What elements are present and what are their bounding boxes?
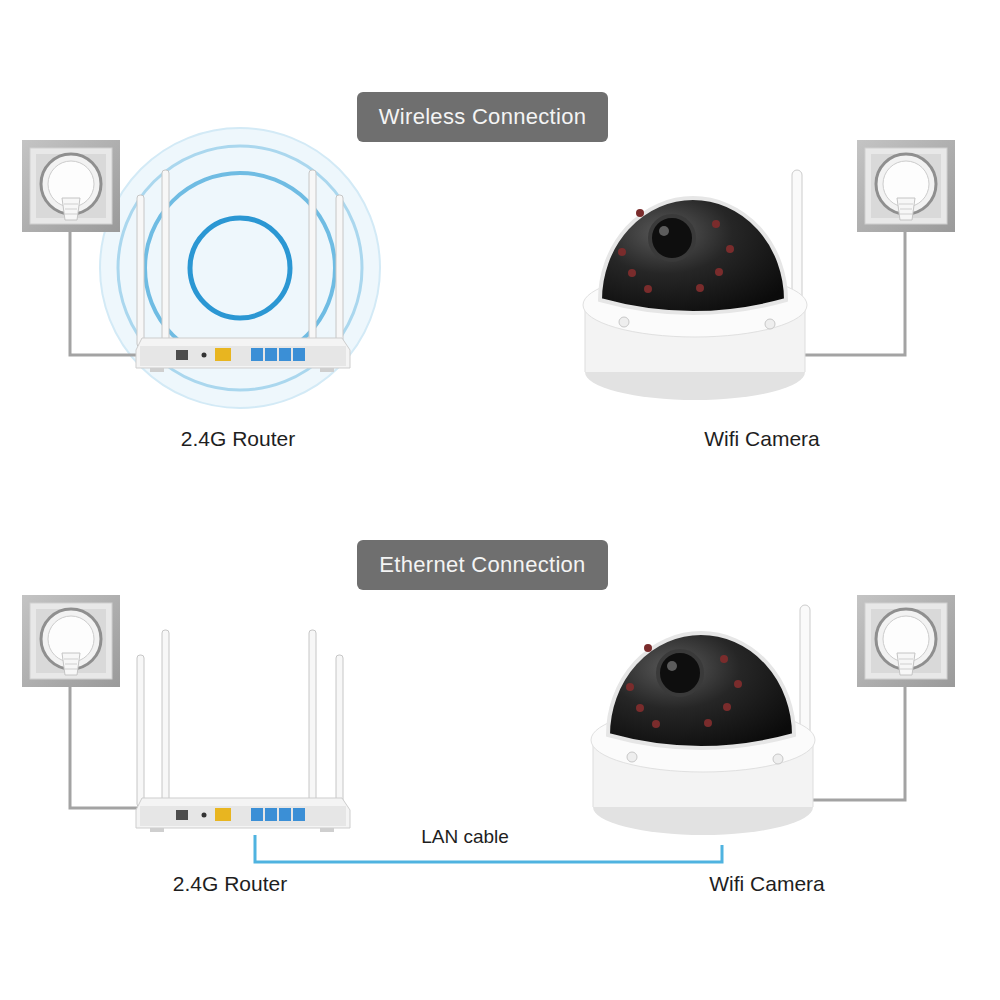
section-header: Ethernet Connection <box>357 540 608 590</box>
power-cord <box>812 675 905 800</box>
device-label: Wifi Camera <box>704 427 820 451</box>
device-label: 2.4G Router <box>173 872 287 896</box>
power-cord <box>70 680 146 808</box>
wall-socket <box>22 140 120 232</box>
device-label: Wifi Camera <box>709 872 825 896</box>
camera-figure <box>583 170 807 400</box>
cable-label: LAN cable <box>418 826 512 848</box>
section-title: Wireless Connection <box>379 104 586 130</box>
wifi-waves <box>145 173 335 363</box>
power-cord <box>70 220 148 355</box>
router-node: 2.4G Router <box>135 165 350 375</box>
wifi-waves <box>190 218 290 318</box>
camera-node: Wifi Camera <box>580 165 812 405</box>
router-node: 2.4G Router <box>135 625 350 835</box>
wifi-waves <box>118 146 362 390</box>
camera-node: Wifi Camera <box>590 605 812 845</box>
wifi-waves <box>100 128 380 408</box>
section-title: Ethernet Connection <box>379 552 585 578</box>
router-figure <box>136 630 350 832</box>
wall-socket <box>857 140 955 232</box>
camera-figure <box>591 605 815 835</box>
wall-socket <box>22 595 120 687</box>
wall-socket <box>857 595 955 687</box>
device-label: 2.4G Router <box>181 427 295 451</box>
wifi-waves <box>100 128 380 408</box>
section-header: Wireless Connection <box>357 92 608 142</box>
router-figure <box>136 170 350 372</box>
